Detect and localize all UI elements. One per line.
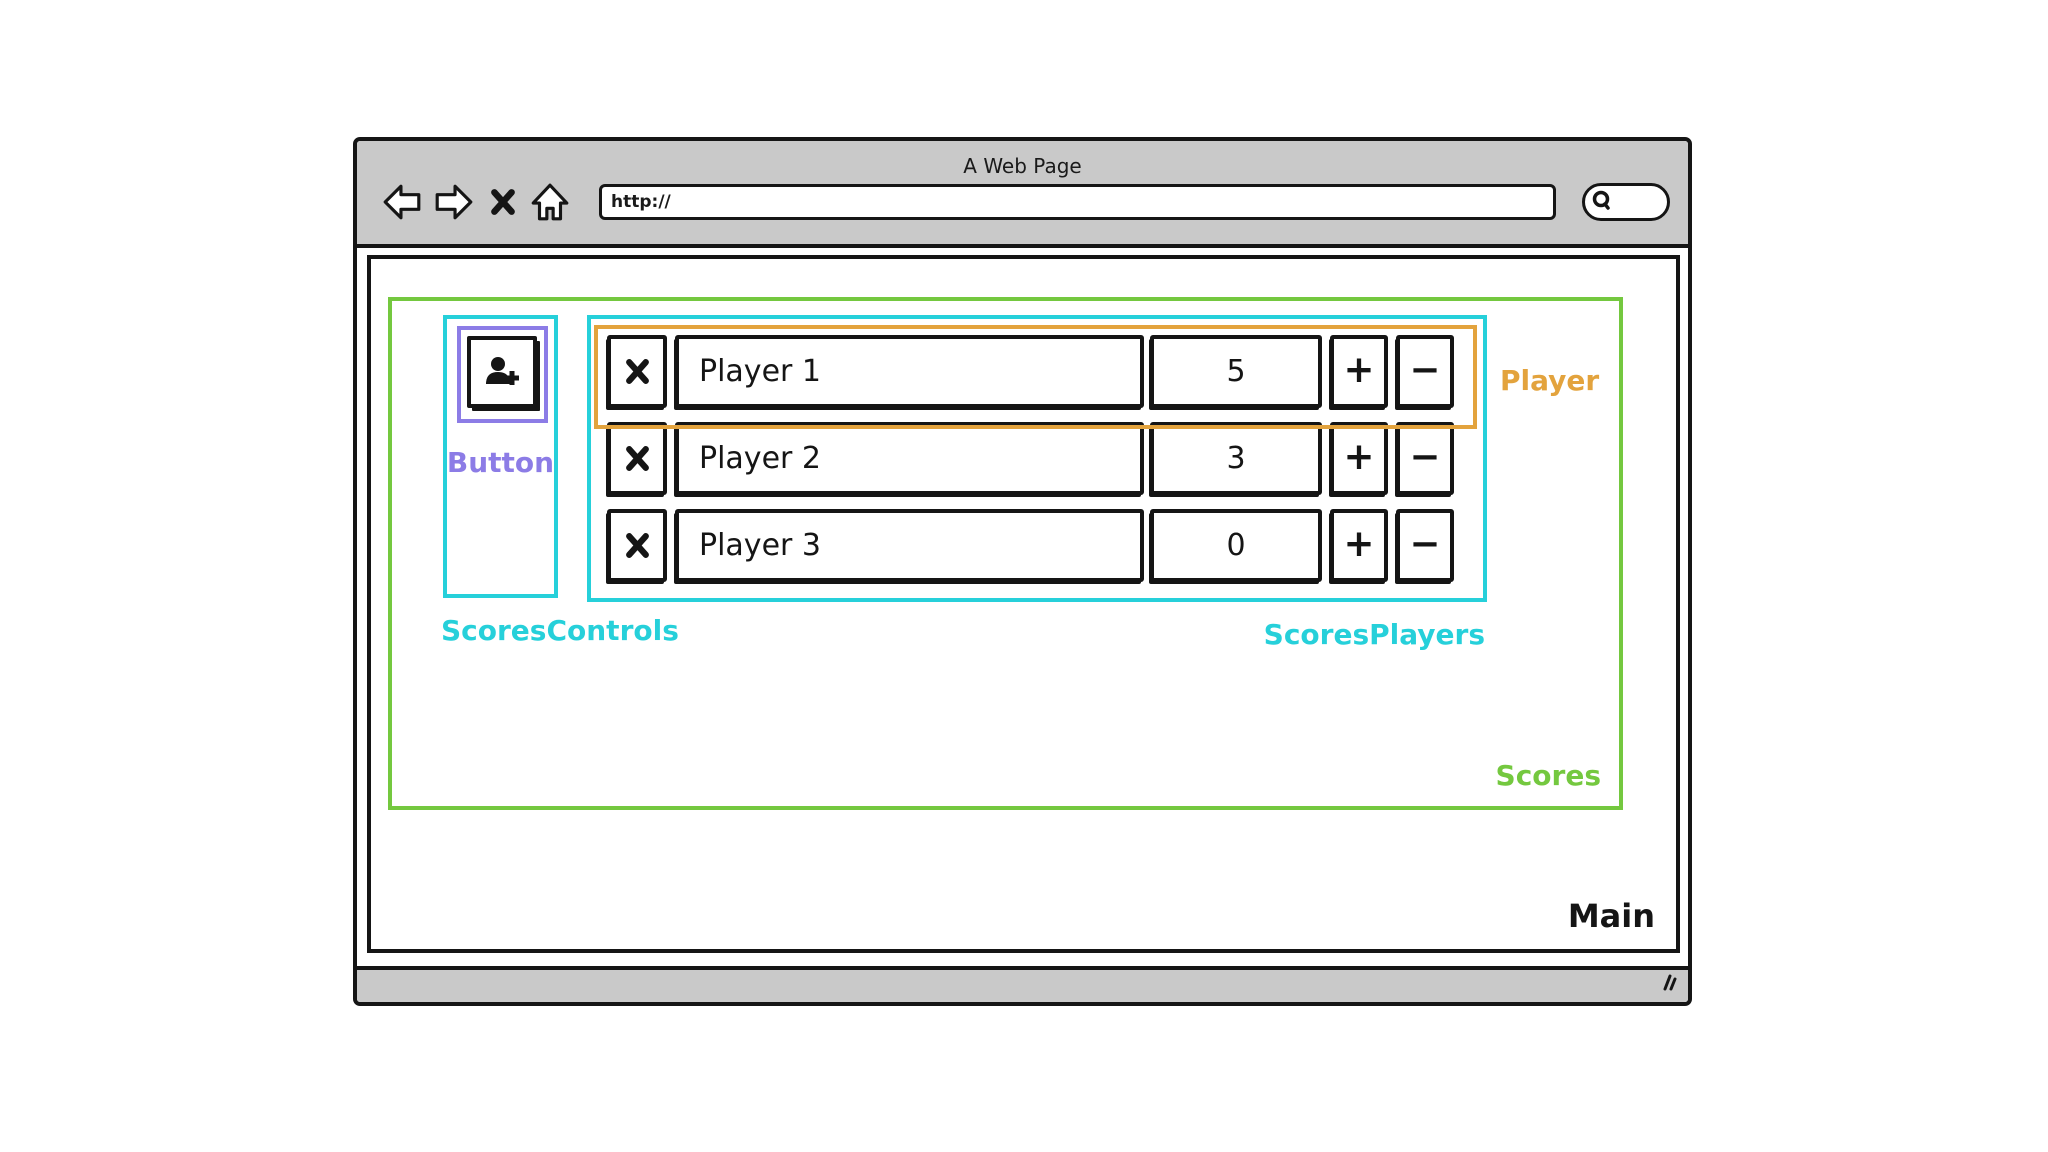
remove-player-button[interactable] bbox=[607, 335, 667, 408]
decrement-score-button[interactable]: − bbox=[1396, 509, 1454, 582]
resize-handle[interactable] bbox=[1656, 971, 1678, 997]
increment-score-button[interactable]: + bbox=[1330, 335, 1388, 408]
browser-window: A Web Page bbox=[353, 137, 1692, 1006]
remove-icon bbox=[625, 446, 649, 471]
player-row: Player 3 0 + − bbox=[607, 509, 1454, 582]
url-field[interactable]: http:// bbox=[599, 184, 1556, 220]
close-icon bbox=[491, 189, 515, 215]
browser-toolbar: http:// bbox=[381, 179, 1670, 225]
button-label: Button bbox=[446, 446, 555, 479]
back-arrow-icon bbox=[383, 184, 421, 220]
stop-button[interactable] bbox=[489, 188, 517, 216]
home-button[interactable] bbox=[529, 181, 571, 223]
button-annotation-box bbox=[457, 326, 548, 423]
resize-handle-icon bbox=[1663, 974, 1677, 991]
search-icon bbox=[1592, 190, 1610, 210]
player-name-field[interactable]: Player 1 bbox=[675, 335, 1144, 408]
url-text: http:// bbox=[611, 192, 671, 212]
decrement-score-button[interactable]: − bbox=[1396, 422, 1454, 495]
scores-players-box: Player 1 5 + − Player 2 3 + bbox=[587, 315, 1487, 602]
forward-arrow-icon bbox=[435, 184, 473, 220]
remove-player-button[interactable] bbox=[607, 509, 667, 582]
main-label: Main bbox=[1567, 897, 1655, 935]
back-button[interactable] bbox=[381, 181, 423, 223]
player-score-field: 5 bbox=[1150, 335, 1322, 408]
player-score-field: 3 bbox=[1150, 422, 1322, 495]
scores-players-label: ScoresPlayers bbox=[1263, 618, 1485, 651]
status-bar bbox=[357, 966, 1688, 1002]
main-box: Button ScoresControls Player 1 5 + bbox=[367, 255, 1680, 953]
title-bar: A Web Page bbox=[357, 141, 1688, 248]
player-score-field: 0 bbox=[1150, 509, 1322, 582]
player-row: Player 2 3 + − bbox=[607, 422, 1454, 495]
player-rows: Player 1 5 + − Player 2 3 + bbox=[607, 335, 1454, 596]
scores-controls-box: Button bbox=[443, 315, 558, 598]
search-field[interactable] bbox=[1582, 183, 1670, 221]
remove-player-button[interactable] bbox=[607, 422, 667, 495]
increment-score-button[interactable]: + bbox=[1330, 509, 1388, 582]
forward-button[interactable] bbox=[433, 181, 475, 223]
decrement-score-button[interactable]: − bbox=[1396, 335, 1454, 408]
player-name-field[interactable]: Player 2 bbox=[675, 422, 1144, 495]
home-icon bbox=[531, 183, 569, 221]
window-title: A Web Page bbox=[963, 154, 1082, 178]
add-player-button[interactable] bbox=[467, 336, 537, 408]
remove-icon bbox=[625, 359, 649, 384]
scores-box: Button ScoresControls Player 1 5 + bbox=[388, 297, 1623, 810]
player-row: Player 1 5 + − bbox=[607, 335, 1454, 408]
scores-label: Scores bbox=[1495, 759, 1601, 792]
scores-controls-label: ScoresControls bbox=[441, 614, 679, 647]
player-label: Player bbox=[1500, 364, 1600, 397]
player-name-field[interactable]: Player 3 bbox=[675, 509, 1144, 582]
remove-icon bbox=[625, 533, 649, 558]
add-player-icon bbox=[486, 357, 519, 385]
increment-score-button[interactable]: + bbox=[1330, 422, 1388, 495]
